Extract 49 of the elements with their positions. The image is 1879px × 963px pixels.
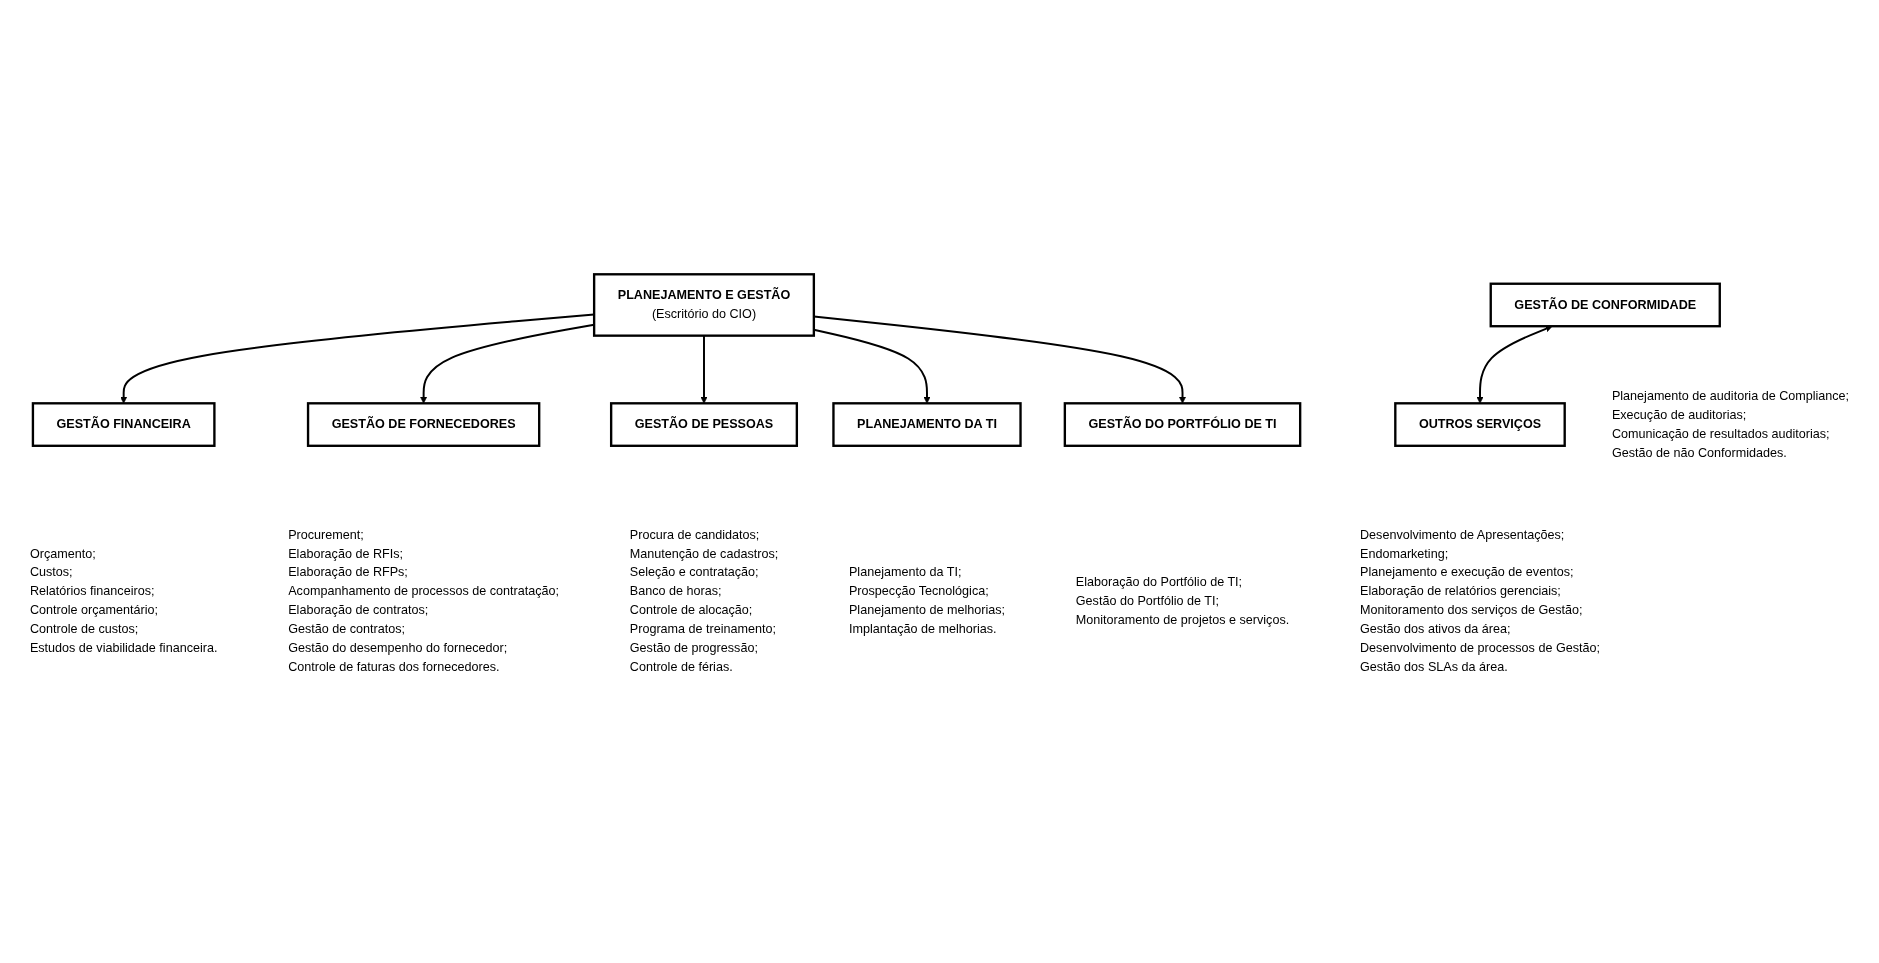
node-label: Elaboração de contratos; [288, 603, 429, 617]
node-label: Planejamento da TI; [848, 565, 962, 580]
node-label: Controle orçamentário; [29, 603, 158, 617]
node-box: GESTÃO DE PESSOAS [609, 402, 799, 448]
node-label: Planejamento de auditoria de Compliance; [1611, 389, 1850, 403]
node-box: GESTÃO FINANCEIRA [31, 402, 216, 448]
node-label: Gestão de não Conformidades. [1611, 446, 1787, 460]
node-label: Programa de treinamento; [629, 622, 777, 636]
node-label: Prospecção Tecnológica; [848, 584, 989, 598]
node-label: Controle de faturas dos fornecedores. [288, 660, 500, 674]
node-box: PLANEJAMENTO E GESTÃO (Escritório do CIO) [592, 273, 816, 338]
node-label: Desenvolvimento de processos de Gestão; [1360, 641, 1600, 655]
node-label: Orçamento; [29, 546, 96, 561]
node-label: Custos; [29, 565, 73, 580]
node-label: Seleção e contratação; [629, 565, 759, 580]
node-label: Acompanhamento de processos de contratação; [288, 584, 560, 598]
node-label: Gestão de contratos; [288, 622, 406, 636]
node-label: Manutenção de cadastros; [629, 546, 779, 561]
node-label: Execução de auditorias; [1611, 408, 1747, 422]
node-label: Comunicação de resultados auditorias; [1611, 427, 1830, 441]
node-label: Elaboração de RFPs; [288, 565, 408, 580]
node-label: Controle de custos; [29, 622, 139, 636]
node-box: OUTROS SERVIÇOS [1394, 402, 1566, 448]
node-label: Planejamento de melhorias; [848, 603, 1006, 617]
node-label: Estudos de viabilidade financeira. [29, 641, 218, 655]
node-box: PLANEJAMENTO DA TI [832, 402, 1022, 448]
node-label: Elaboração de relatórios gerenciais; [1360, 584, 1561, 598]
node-label: Relatórios financeiros; [29, 584, 155, 598]
node-label: Implantação de melhorias. [848, 622, 997, 636]
node-label: Gestão de progressão; [629, 641, 758, 655]
node-label: Gestão dos SLAs da área. [1360, 660, 1508, 674]
node-label: Planejamento e execução de eventos; [1360, 565, 1574, 580]
node-label: Gestão dos ativos da área; [1360, 622, 1511, 636]
node-label: Gestão do Portfólio de TI; [1075, 593, 1220, 608]
node-label: Endomarketing; [1360, 546, 1449, 561]
node-label: Banco de horas; [629, 584, 722, 598]
node-label: Controle de alocação; [629, 603, 753, 617]
node-label: Gestão do desempenho do fornecedor; [288, 641, 508, 655]
node-label: Elaboração do Portfólio de TI; [1075, 575, 1243, 589]
node-box: GESTÃO DO PORTFÓLIO DE TI [1063, 402, 1302, 448]
node-label: Procurement; [288, 527, 364, 542]
node-label: Controle de férias. [629, 660, 733, 674]
node-box: GESTÃO DE FORNECEDORES [306, 402, 541, 448]
node-label: Elaboração de RFIs; [288, 546, 403, 561]
node-label: Desenvolvimento de Apresentações; [1360, 527, 1565, 542]
node-box: GESTÃO DE CONFORMIDADE [1489, 282, 1721, 328]
node-label: Procura de candidatos; [629, 527, 760, 542]
node-label: Monitoramento de projetos e serviços. [1075, 612, 1290, 627]
node-label: Monitoramento dos serviços de Gestão; [1360, 603, 1583, 617]
